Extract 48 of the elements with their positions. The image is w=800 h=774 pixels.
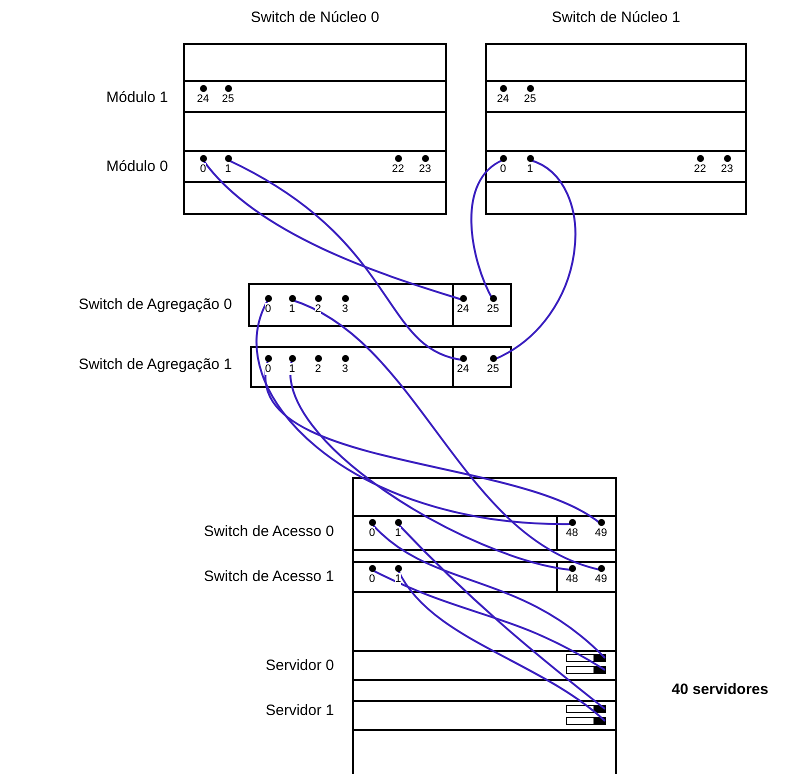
port-number: 1 [224, 163, 232, 175]
port-number: 3 [342, 303, 348, 315]
port-number: 24 [456, 303, 470, 315]
port-number: 3 [342, 363, 348, 375]
port-number: 23 [720, 163, 734, 175]
port-number: 1 [288, 303, 296, 315]
port-number: 0 [500, 163, 506, 175]
port-number: 0 [264, 363, 272, 375]
port-number: 48 [566, 527, 578, 539]
port-number: 25 [486, 303, 500, 315]
row-label: Switch de Acesso 0 [202, 523, 334, 540]
port-number: 24 [456, 363, 470, 375]
port-number: 24 [196, 93, 210, 105]
cable [371, 523, 606, 659]
port-number: 25 [222, 93, 234, 105]
port-number: 25 [486, 363, 500, 375]
port-number: 2 [314, 303, 322, 315]
switch-label: Switch de Núcleo 0 [250, 9, 380, 26]
row-label: Servidor 1 [264, 702, 334, 719]
port-number: 48 [566, 573, 578, 585]
row-label: Módulo 0 [105, 158, 168, 175]
switch-label: Switch de Agregação 1 [78, 356, 232, 373]
port-number: 1 [526, 163, 534, 175]
note-label: 40 servidores [670, 681, 770, 698]
row-label: Servidor 0 [264, 657, 334, 674]
port-number: 24 [496, 93, 510, 105]
port-number: 0 [368, 573, 376, 585]
switch-label: Switch de Agregação 0 [78, 296, 232, 313]
cable [256, 300, 572, 525]
row-label: Switch de Acesso 1 [202, 568, 334, 585]
switch-label: Switch de Núcleo 1 [550, 9, 682, 26]
port-number: 22 [694, 163, 706, 175]
port-number: 25 [524, 93, 536, 105]
cable [397, 570, 606, 722]
cable [397, 523, 606, 710]
port-number: 1 [288, 363, 296, 375]
port-number: 0 [264, 303, 272, 315]
port-number: 1 [394, 527, 402, 539]
port-number: 22 [392, 163, 404, 175]
port-number: 1 [394, 573, 402, 585]
port-number: 0 [200, 163, 206, 175]
port-number: 2 [314, 363, 322, 375]
port-number: 23 [418, 163, 432, 175]
row-label: Módulo 1 [105, 89, 168, 106]
port-number: 0 [368, 527, 376, 539]
port-number: 49 [594, 573, 608, 585]
port-number: 49 [594, 527, 608, 539]
cable [372, 569, 606, 671]
